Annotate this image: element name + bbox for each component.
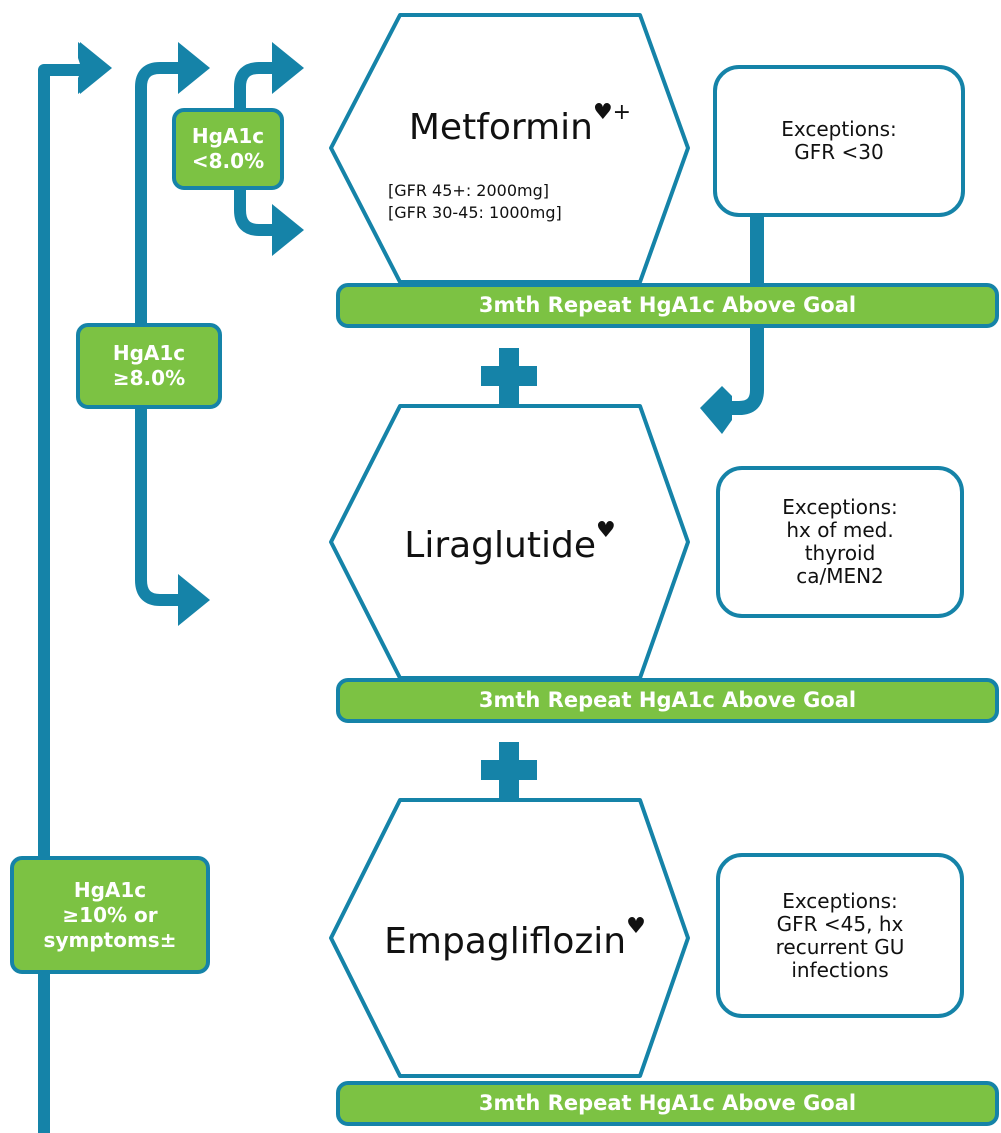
metformin-marks: ♥+ (592, 100, 632, 125)
exceptions-text: Exceptions: GFR <30 (781, 117, 897, 164)
exceptions-text: Exceptions: hx of med. thyroid ca/MEN2 (782, 495, 898, 588)
arrow-icon (272, 204, 304, 256)
plus-icon (481, 348, 537, 404)
metformin-title: Metformin♥+ (400, 100, 640, 148)
liraglutide-name: Liraglutide (404, 524, 596, 566)
exceptions-text: Exceptions: GFR <45, hx recurrent GU inf… (775, 888, 905, 982)
empagliflozin-title: Empagliflozin♥ (350, 914, 680, 962)
arrow-icon (272, 42, 304, 94)
metformin-hexagon (329, 13, 690, 284)
repeat-hga1c-banner: 3mth Repeat HgA1c Above Goal (336, 1081, 999, 1126)
hga1c-ge10-tag: HgA1c ≥10% or symptoms± (10, 856, 210, 974)
empagliflozin-marks: ♥ (626, 914, 646, 939)
liraglutide-exceptions-box: Exceptions: hx of med. thyroid ca/MEN2 (716, 466, 964, 618)
dose-line: [GFR 30-45: 1000mg] (388, 203, 562, 222)
hga1c-lt8-tag: HgA1c <8.0% (172, 108, 284, 190)
plus-icon (481, 742, 537, 798)
repeat-hga1c-banner: 3mth Repeat HgA1c Above Goal (336, 283, 999, 328)
hga1c-ge8-tag: HgA1c ≥8.0% (76, 323, 222, 409)
arrow-icon (178, 42, 210, 94)
metformin-exceptions-box: Exceptions: GFR <30 (713, 65, 965, 217)
liraglutide-marks: ♥ (595, 518, 616, 543)
dose-line: [GFR 45+: 2000mg] (388, 181, 549, 200)
arrow-icon (80, 42, 112, 94)
empagliflozin-exceptions-box: Exceptions: GFR <45, hx recurrent GU inf… (716, 853, 964, 1018)
empagliflozin-hexagon (329, 798, 690, 1078)
metformin-name: Metformin (408, 106, 593, 148)
liraglutide-title: Liraglutide♥ (350, 518, 670, 566)
connector-exceptions-path (726, 210, 764, 415)
arrow-icon (178, 574, 210, 626)
metformin-dose: [GFR 45+: 2000mg] [GFR 30-45: 1000mg] (388, 180, 562, 224)
repeat-hga1c-banner: 3mth Repeat HgA1c Above Goal (336, 678, 999, 723)
arrow-icon (700, 386, 732, 434)
connector-ge10-path (38, 64, 82, 1133)
empagliflozin-name: Empagliflozin (384, 920, 627, 962)
